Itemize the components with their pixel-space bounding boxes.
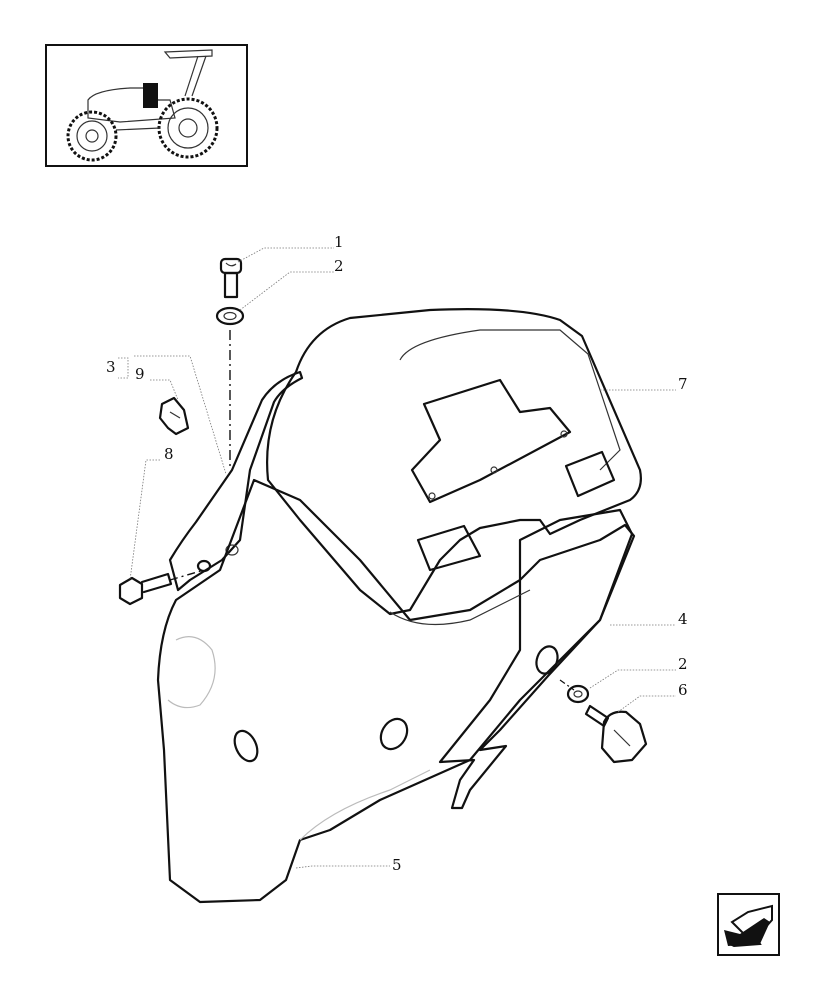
callout-5: 5: [392, 856, 402, 874]
callout-7: 7: [678, 375, 688, 393]
callout-3: 3: [106, 358, 116, 376]
instrument-cover-part-7[interactable]: [266, 308, 642, 626]
clip-part-9[interactable]: [158, 396, 190, 436]
callout-9: 9: [135, 365, 145, 383]
knob-part-6[interactable]: [584, 704, 648, 764]
callout-4: 4: [678, 610, 688, 628]
bracket-part-3[interactable]: [168, 370, 304, 592]
lower-cover-part-5[interactable]: [156, 478, 634, 904]
callout-2-lower: 2: [678, 655, 688, 673]
previous-page-button[interactable]: [717, 893, 780, 956]
callout-8: 8: [164, 445, 174, 463]
callout-1: 1: [334, 233, 344, 251]
washer-part-2-lower[interactable]: [559, 679, 590, 704]
bolt-part-8[interactable]: [118, 569, 205, 606]
callout-2-top: 2: [334, 257, 344, 275]
tractor-thumbnail[interactable]: [45, 44, 248, 167]
callout-6: 6: [678, 681, 688, 699]
washer-part-2-top[interactable]: [215, 306, 245, 326]
side-panel-part-4[interactable]: [438, 523, 636, 810]
bolt-part-1[interactable]: [219, 257, 243, 299]
tractor-locator-icon: [66, 49, 219, 162]
previous-page-arrow-icon: [724, 904, 773, 948]
leader-lines: [118, 247, 676, 869]
